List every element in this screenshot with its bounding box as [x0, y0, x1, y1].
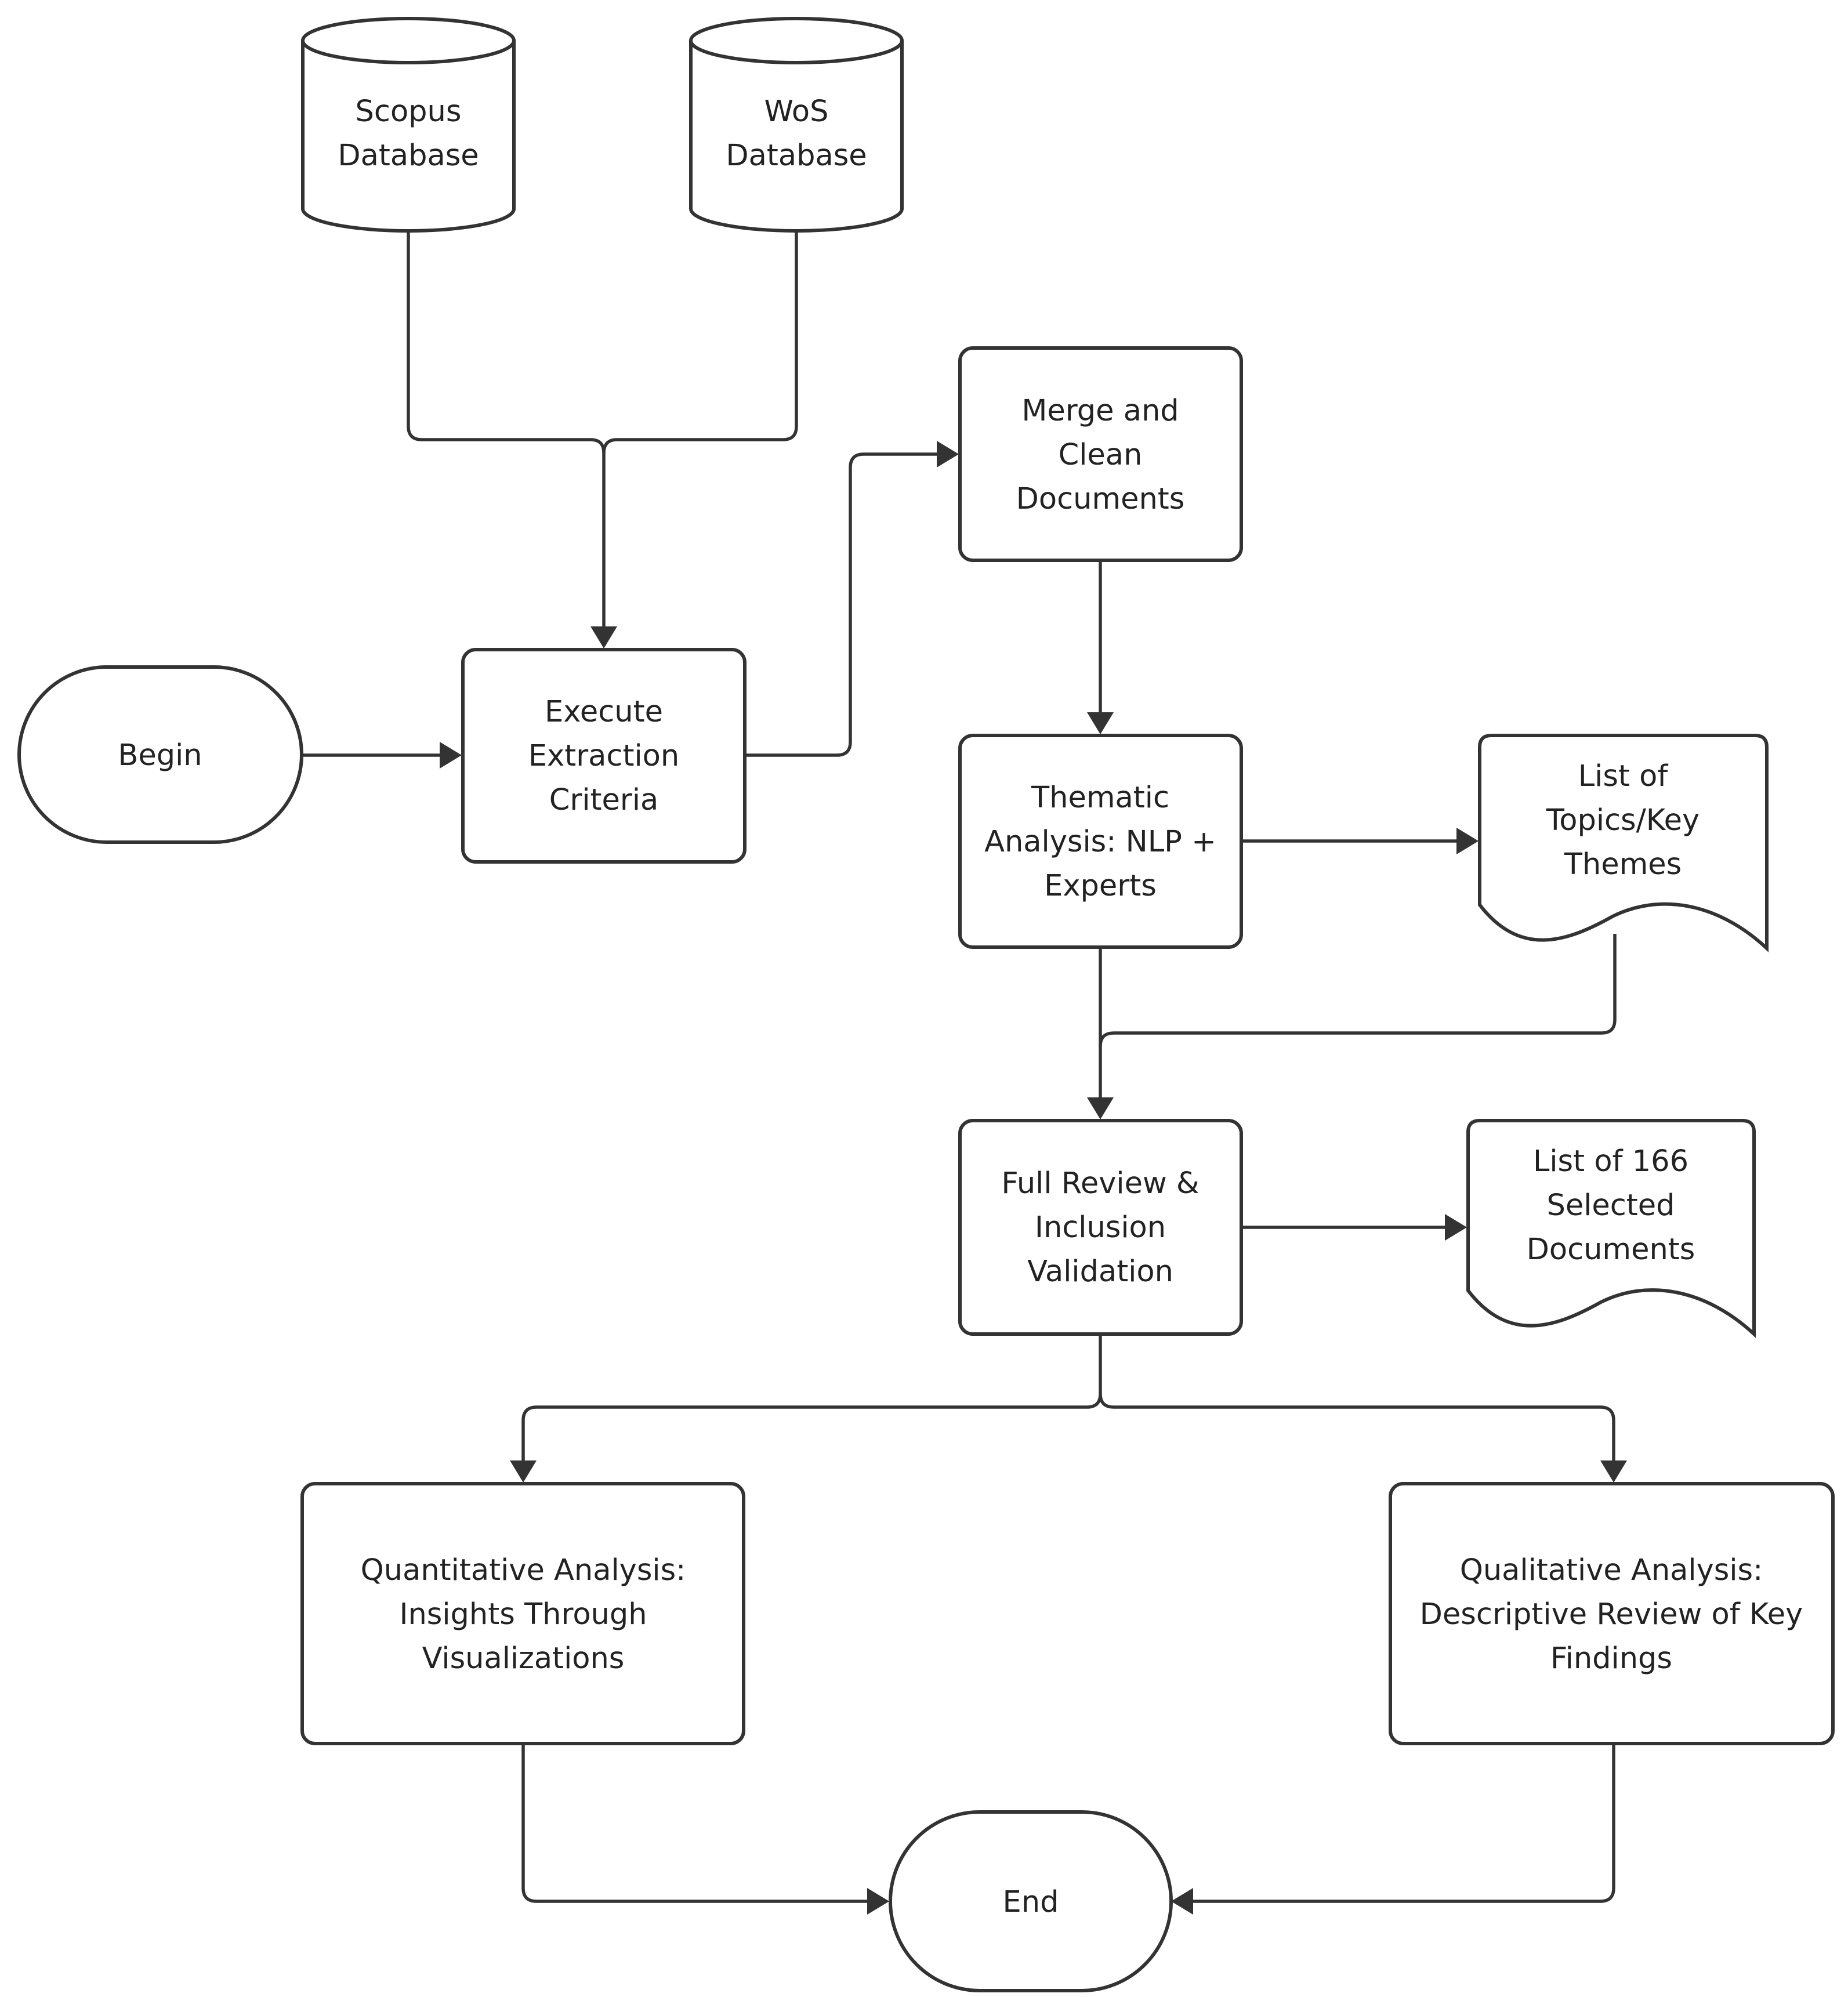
merge-clean-label-line-3: Documents — [1016, 482, 1185, 516]
qualitative-analysis-node: Qualitative Analysis: Descriptive Review … — [1389, 1482, 1835, 1745]
full-review-label-line-2: Inclusion — [1035, 1210, 1166, 1245]
end-label-line-1: End — [1003, 1885, 1059, 1919]
scopus-database-label-line-2: Database — [338, 139, 479, 173]
arrowhead-into-review — [1087, 1097, 1114, 1119]
selected-documents-label-line-1: List of 166 — [1533, 1144, 1688, 1179]
connector-review-to-qual — [1099, 1393, 1615, 1460]
connector-review-to-quant — [521, 1334, 1102, 1460]
arrowhead-into-qual — [1600, 1460, 1627, 1483]
quantitative-analysis-label-line-2: Insights Through — [399, 1597, 647, 1632]
connector-extraction-to-merge — [745, 452, 937, 757]
extraction-criteria-label-line-1: Execute — [545, 695, 663, 729]
wos-database-label-line-1: WoS — [764, 95, 828, 129]
arrowhead-into-extraction — [590, 626, 617, 648]
connector-quant-to-end — [521, 1744, 867, 1903]
extraction-criteria-label-line-3: Criteria — [549, 783, 659, 817]
merge-clean-label-line-2: Clean — [1059, 438, 1143, 472]
qualitative-analysis-label-line-2: Descriptive Review of Key — [1420, 1597, 1803, 1632]
thematic-analysis-label-line-3: Experts — [1044, 869, 1157, 903]
qualitative-analysis-label-line-1: Qualitative Analysis: — [1460, 1553, 1763, 1588]
wos-database-label: WoS Database — [726, 95, 867, 173]
wos-database-node: WoS Database — [689, 17, 904, 233]
arrowhead-begin-to-extraction — [440, 742, 462, 769]
scopus-database-label-line-1: Scopus — [356, 95, 462, 129]
extraction-criteria-label-line-2: Extraction — [528, 739, 679, 773]
qualitative-analysis-label: Qualitative Analysis: Descriptive Review … — [1420, 1553, 1803, 1676]
quantitative-analysis-label-line-1: Quantitative Analysis: — [361, 1553, 686, 1588]
thematic-analysis-label-line-1: Thematic — [1031, 781, 1169, 815]
thematic-analysis-label-line-2: Analysis: NLP + — [984, 825, 1216, 859]
connector-topics-to-review — [1099, 934, 1617, 1047]
topics-document-label-line-3: Themes — [1564, 847, 1682, 882]
quantitative-analysis-label-line-3: Visualizations — [422, 1641, 625, 1676]
end-label: End — [1003, 1885, 1059, 1919]
arrowhead-quant-to-end — [867, 1888, 889, 1915]
arrowhead-extraction-to-merge — [937, 441, 959, 467]
begin-label: Begin — [118, 738, 202, 773]
begin-label-line-1: Begin — [118, 738, 202, 773]
arrowhead-qual-to-end — [1171, 1888, 1193, 1915]
topics-document-label-line-1: List of — [1578, 759, 1669, 793]
full-review-label-line-3: Validation — [1027, 1255, 1173, 1289]
arrowhead-into-quant — [510, 1460, 537, 1483]
arrowhead-merge-to-thematic — [1087, 712, 1114, 734]
connector-wos-to-junction — [602, 231, 798, 454]
connector-scopus-to-junction — [407, 231, 606, 626]
connectors — [302, 231, 1627, 1915]
selected-documents-label-line-2: Selected — [1546, 1188, 1675, 1223]
arrowhead-thematic-to-topics — [1456, 828, 1479, 854]
arrowhead-review-to-selected — [1445, 1214, 1467, 1241]
wos-database-label-line-2: Database — [726, 139, 867, 173]
qualitative-analysis-label-line-3: Findings — [1550, 1641, 1672, 1676]
full-review-label-line-1: Full Review & — [1001, 1166, 1199, 1201]
connector-qual-to-end — [1193, 1744, 1615, 1903]
begin-node: Begin — [17, 665, 303, 844]
topics-document-label-line-2: Topics/Key — [1546, 803, 1700, 838]
selected-documents-label-line-3: Documents — [1527, 1233, 1695, 1267]
merge-clean-label-line-1: Merge and — [1021, 394, 1179, 428]
end-node: End — [889, 1810, 1173, 1992]
